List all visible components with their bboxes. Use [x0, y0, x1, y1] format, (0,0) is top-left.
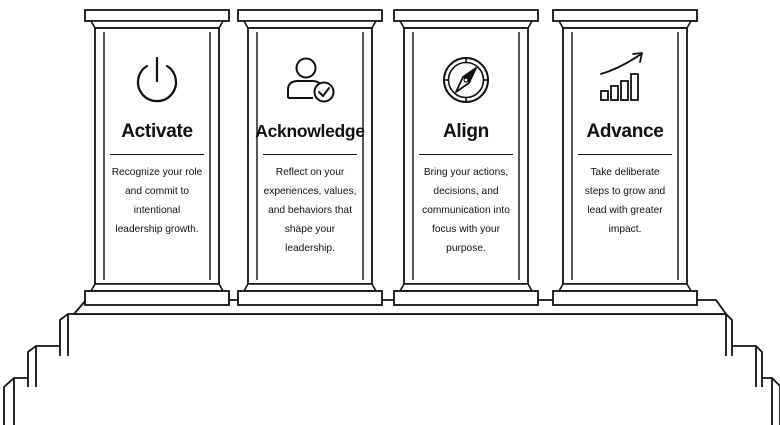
title-divider: [110, 154, 204, 155]
power-icon: [136, 56, 178, 103]
stair-base: [3, 299, 780, 425]
description-line: lead with greater: [587, 205, 663, 216]
compass-icon: [443, 57, 489, 103]
pillar-description: Reflect on your experiences, values, and b…: [252, 163, 368, 258]
description-line: Take deliberate: [590, 167, 660, 178]
title-divider: [578, 154, 672, 155]
title-divider: [419, 154, 513, 155]
description-line: intentional: [133, 205, 181, 216]
title-divider: [263, 154, 357, 155]
description-line: steps to grow and: [584, 186, 666, 197]
user-check-icon: [287, 57, 335, 103]
pillar-title: Acknowledge: [255, 121, 365, 141]
pillar-activate: [84, 9, 230, 306]
pillar-description: Bring your actions, decisions, and communi…: [408, 163, 524, 258]
pillar-title: Activate: [121, 121, 193, 142]
description-line: communication into: [422, 205, 510, 216]
description-line: and behaviors that: [268, 205, 352, 216]
description-line: Reflect on your: [275, 167, 345, 178]
description-line: leadership.: [285, 243, 335, 254]
top-step: [59, 313, 733, 356]
description-line: focus with your: [432, 224, 500, 235]
pillar-description: Take deliberate steps to grow and lead wit…: [567, 163, 683, 239]
pillar-title: Align: [443, 121, 489, 142]
description-line: shape your: [284, 224, 336, 235]
description-line: decisions, and: [433, 186, 499, 197]
description-line: impact.: [608, 224, 642, 235]
description-line: purpose.: [446, 243, 486, 254]
pillar-acknowledge: [237, 9, 383, 306]
growth-chart-icon: [600, 52, 643, 101]
pillar-title: Advance: [586, 121, 664, 142]
description-line: leadership growth.: [115, 224, 199, 235]
description-line: Bring your actions,: [423, 167, 509, 178]
description-line: and commit to: [125, 186, 189, 197]
description-line: experiences, values,: [263, 186, 357, 197]
pillar-description: Recognize your role and commit to intentio…: [99, 163, 215, 239]
pillar-align: [393, 9, 539, 306]
pillar-advance: [552, 9, 698, 306]
description-line: Recognize your role: [111, 167, 203, 178]
